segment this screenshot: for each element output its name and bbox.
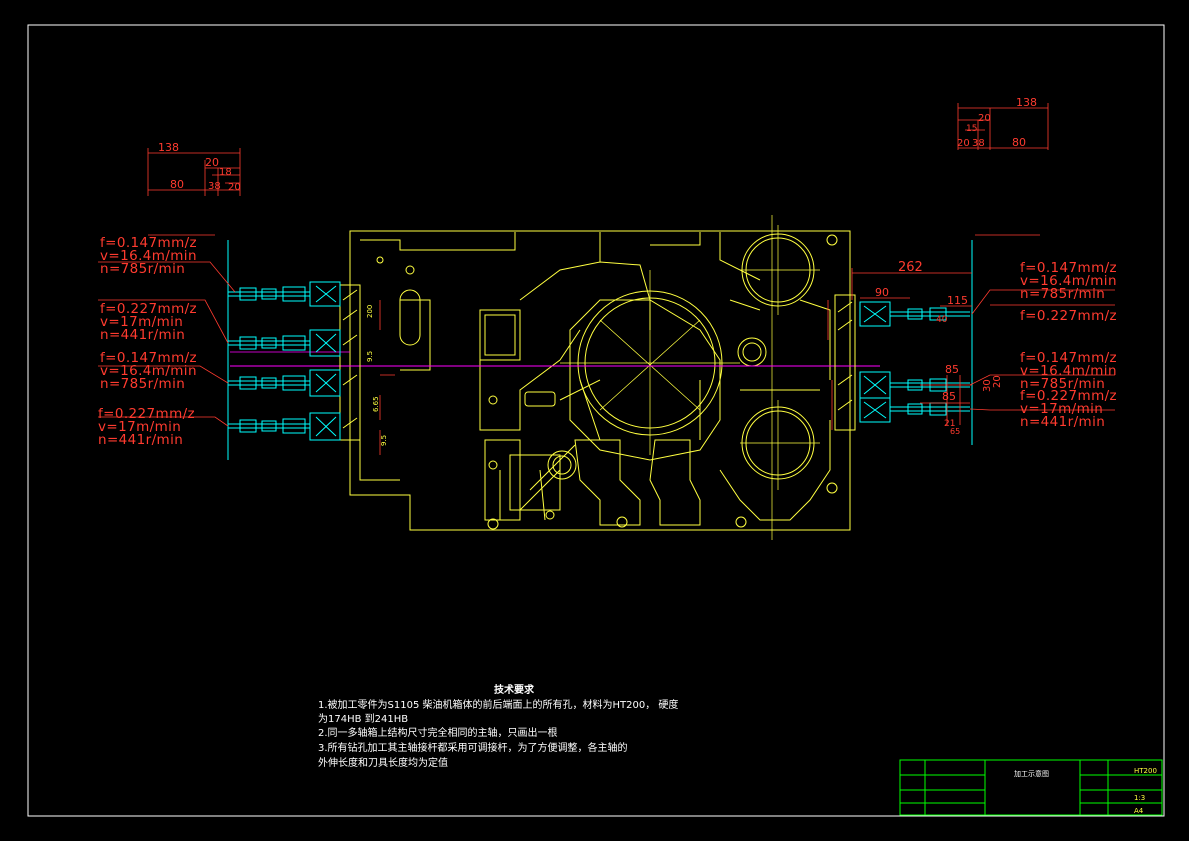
right-4-rpm: n=441r/min — [1020, 414, 1105, 430]
right-1-speed: v=16.4m/min — [1020, 273, 1117, 289]
right-dim-138: 138 — [1016, 96, 1037, 109]
right-dimension-values: 262 90 115 40 85 85 30 20 21 65 — [875, 260, 1003, 436]
tech-line-2: 为174HB 到241HB — [318, 713, 408, 725]
right-top-dimension-block: 138 20 15 20 38 80 — [957, 96, 1037, 149]
part-outline — [349, 230, 851, 531]
left-dim-80: 80 — [170, 178, 184, 191]
dim-262: 262 — [898, 260, 923, 275]
left-tools — [227, 240, 341, 460]
left-3-feed: f=0.147mm/z — [100, 350, 197, 366]
dim-90: 90 — [875, 286, 889, 299]
right-1-feed: f=0.147mm/z — [1020, 260, 1117, 276]
right-dim-38: 38 — [972, 138, 985, 149]
left-tool-3 — [228, 369, 341, 397]
left-4-speed: v=17m/min — [98, 419, 181, 435]
title-block-scale: 1:3 — [1134, 794, 1145, 802]
right-3-feed: f=0.147mm/z — [1020, 350, 1117, 366]
left-top-dimension-block: 138 20 18 80 38 20 — [158, 141, 241, 193]
tech-line-1: 1.被加工零件为S1105 柴油机箱体的前后端面上的所有孔，材料为HT200， … — [318, 698, 678, 711]
right-tool-1 — [859, 301, 970, 327]
title-block: 加工示意图 HT200 1:3 A4 — [899, 759, 1163, 816]
right-dim-20b: 20 — [957, 138, 970, 149]
left-2-rpm: n=441r/min — [100, 327, 185, 343]
right-dim-15: 15 — [966, 124, 977, 134]
left-small-dimension-values: 200 9.5 6.65 9.5 — [366, 305, 388, 446]
left-2-feed: f=0.227mm/z — [100, 301, 197, 317]
dim-9-5-a: 9.5 — [366, 351, 374, 362]
right-fixture-plate — [834, 294, 856, 431]
dim-65: 65 — [950, 427, 960, 436]
tech-requirements: 技术要求 1.被加工零件为S1105 柴油机箱体的前后端面上的所有孔，材料为HT… — [318, 683, 678, 769]
left-dim-18: 18 — [219, 167, 232, 178]
left-3-speed: v=16.4m/min — [100, 363, 197, 379]
right-3-rpm: n=785r/min — [1020, 376, 1105, 392]
dim-9-5-b: 9.5 — [380, 435, 388, 446]
tech-title: 技术要求 — [494, 683, 535, 696]
title-block-title: 加工示意图 — [1014, 769, 1049, 778]
right-3-speed: v=16.4m/min — [1020, 363, 1117, 379]
left-dim-20b: 20 — [228, 182, 241, 193]
dim-20: 20 — [992, 375, 1003, 388]
tech-line-4: 3.所有钻孔加工其主轴接杆都采用可调接杆，为了方便调整，各主轴的 — [318, 741, 628, 754]
right-dim-80: 80 — [1012, 136, 1026, 149]
dim-115: 115 — [947, 294, 968, 307]
left-cutting-params: f=0.147mm/z v=16.4m/min n=785r/min f=0.2… — [98, 235, 197, 448]
left-tool-4 — [228, 412, 341, 441]
left-dim-138: 138 — [158, 141, 179, 154]
right-2-feed: f=0.227mm/z — [1020, 308, 1117, 324]
left-2-speed: v=17m/min — [100, 314, 183, 330]
left-dim-20: 20 — [205, 156, 219, 169]
dim-30: 30 — [982, 379, 993, 392]
right-cutting-params: f=0.147mm/z v=16.4m/min n=785r/min f=0.2… — [1020, 260, 1117, 430]
left-4-rpm: n=441r/min — [98, 432, 183, 448]
tech-line-5: 外伸长度和刀具长度均为定值 — [318, 756, 448, 769]
right-tools — [859, 240, 973, 445]
dim-85b: 85 — [942, 390, 956, 403]
dim-40: 40 — [936, 315, 948, 325]
dim-200: 200 — [366, 305, 374, 318]
left-1-rpm: n=785r/min — [100, 261, 185, 277]
dim-21: 21 — [944, 419, 955, 429]
title-block-size: A4 — [1134, 807, 1144, 815]
dim-85a: 85 — [945, 363, 959, 376]
left-tool-1 — [228, 281, 341, 307]
left-tool-bodies — [282, 286, 306, 434]
right-4-feed: f=0.227mm/z — [1020, 388, 1117, 404]
right-tool-3 — [859, 397, 970, 423]
centerlines — [560, 215, 820, 540]
left-1-speed: v=16.4m/min — [100, 248, 197, 264]
drawing-frame — [27, 24, 1165, 817]
right-1-rpm: n=785r/min — [1020, 286, 1105, 302]
title-block-material: HT200 — [1134, 767, 1157, 775]
tech-line-3: 2.同一多轴箱上结构尺寸完全相同的主轴，只画出一根 — [318, 726, 558, 739]
left-3-rpm: n=785r/min — [100, 376, 185, 392]
right-dim-20: 20 — [978, 113, 991, 124]
left-4-feed: f=0.227mm/z — [98, 406, 195, 422]
right-4-speed: v=17m/min — [1020, 401, 1103, 417]
left-1-feed: f=0.147mm/z — [100, 235, 197, 251]
dimension-lines — [98, 103, 1115, 455]
left-tool-2 — [228, 329, 341, 357]
left-dim-38: 38 — [208, 181, 221, 192]
dim-6-65: 6.65 — [372, 396, 380, 412]
